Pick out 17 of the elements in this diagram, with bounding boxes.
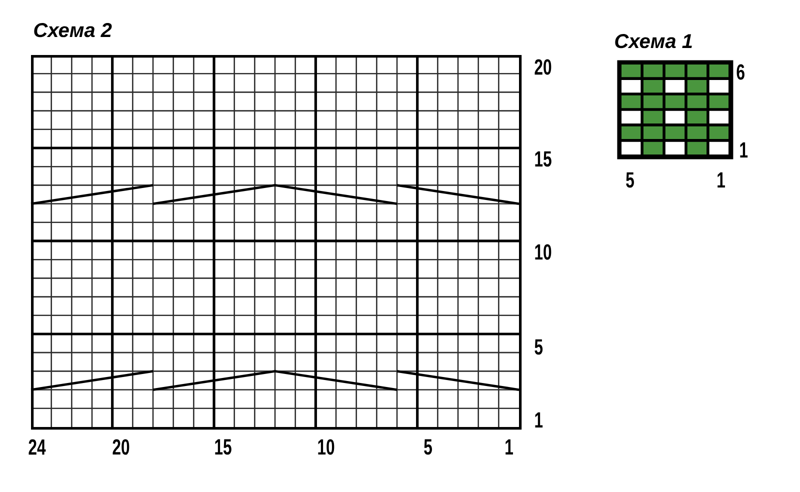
column-number: 5: [424, 439, 432, 455]
column-number: 20: [112, 439, 130, 455]
chart-title: Схема 1: [615, 34, 692, 48]
row-number: 15: [535, 151, 552, 167]
row-number: 1: [535, 412, 543, 428]
row-number: 1: [740, 142, 748, 158]
row-number: 20: [534, 59, 552, 75]
row-number: 6: [736, 64, 744, 80]
column-number: 1: [718, 172, 725, 188]
column-number: 1: [506, 439, 513, 455]
column-number: 24: [28, 439, 46, 455]
row-number: 5: [534, 339, 543, 355]
column-number: 5: [626, 172, 634, 188]
row-number: 10: [535, 244, 552, 260]
column-number: 10: [318, 439, 334, 455]
column-number: 15: [215, 439, 232, 455]
chart-title: Схема 2: [34, 23, 112, 38]
